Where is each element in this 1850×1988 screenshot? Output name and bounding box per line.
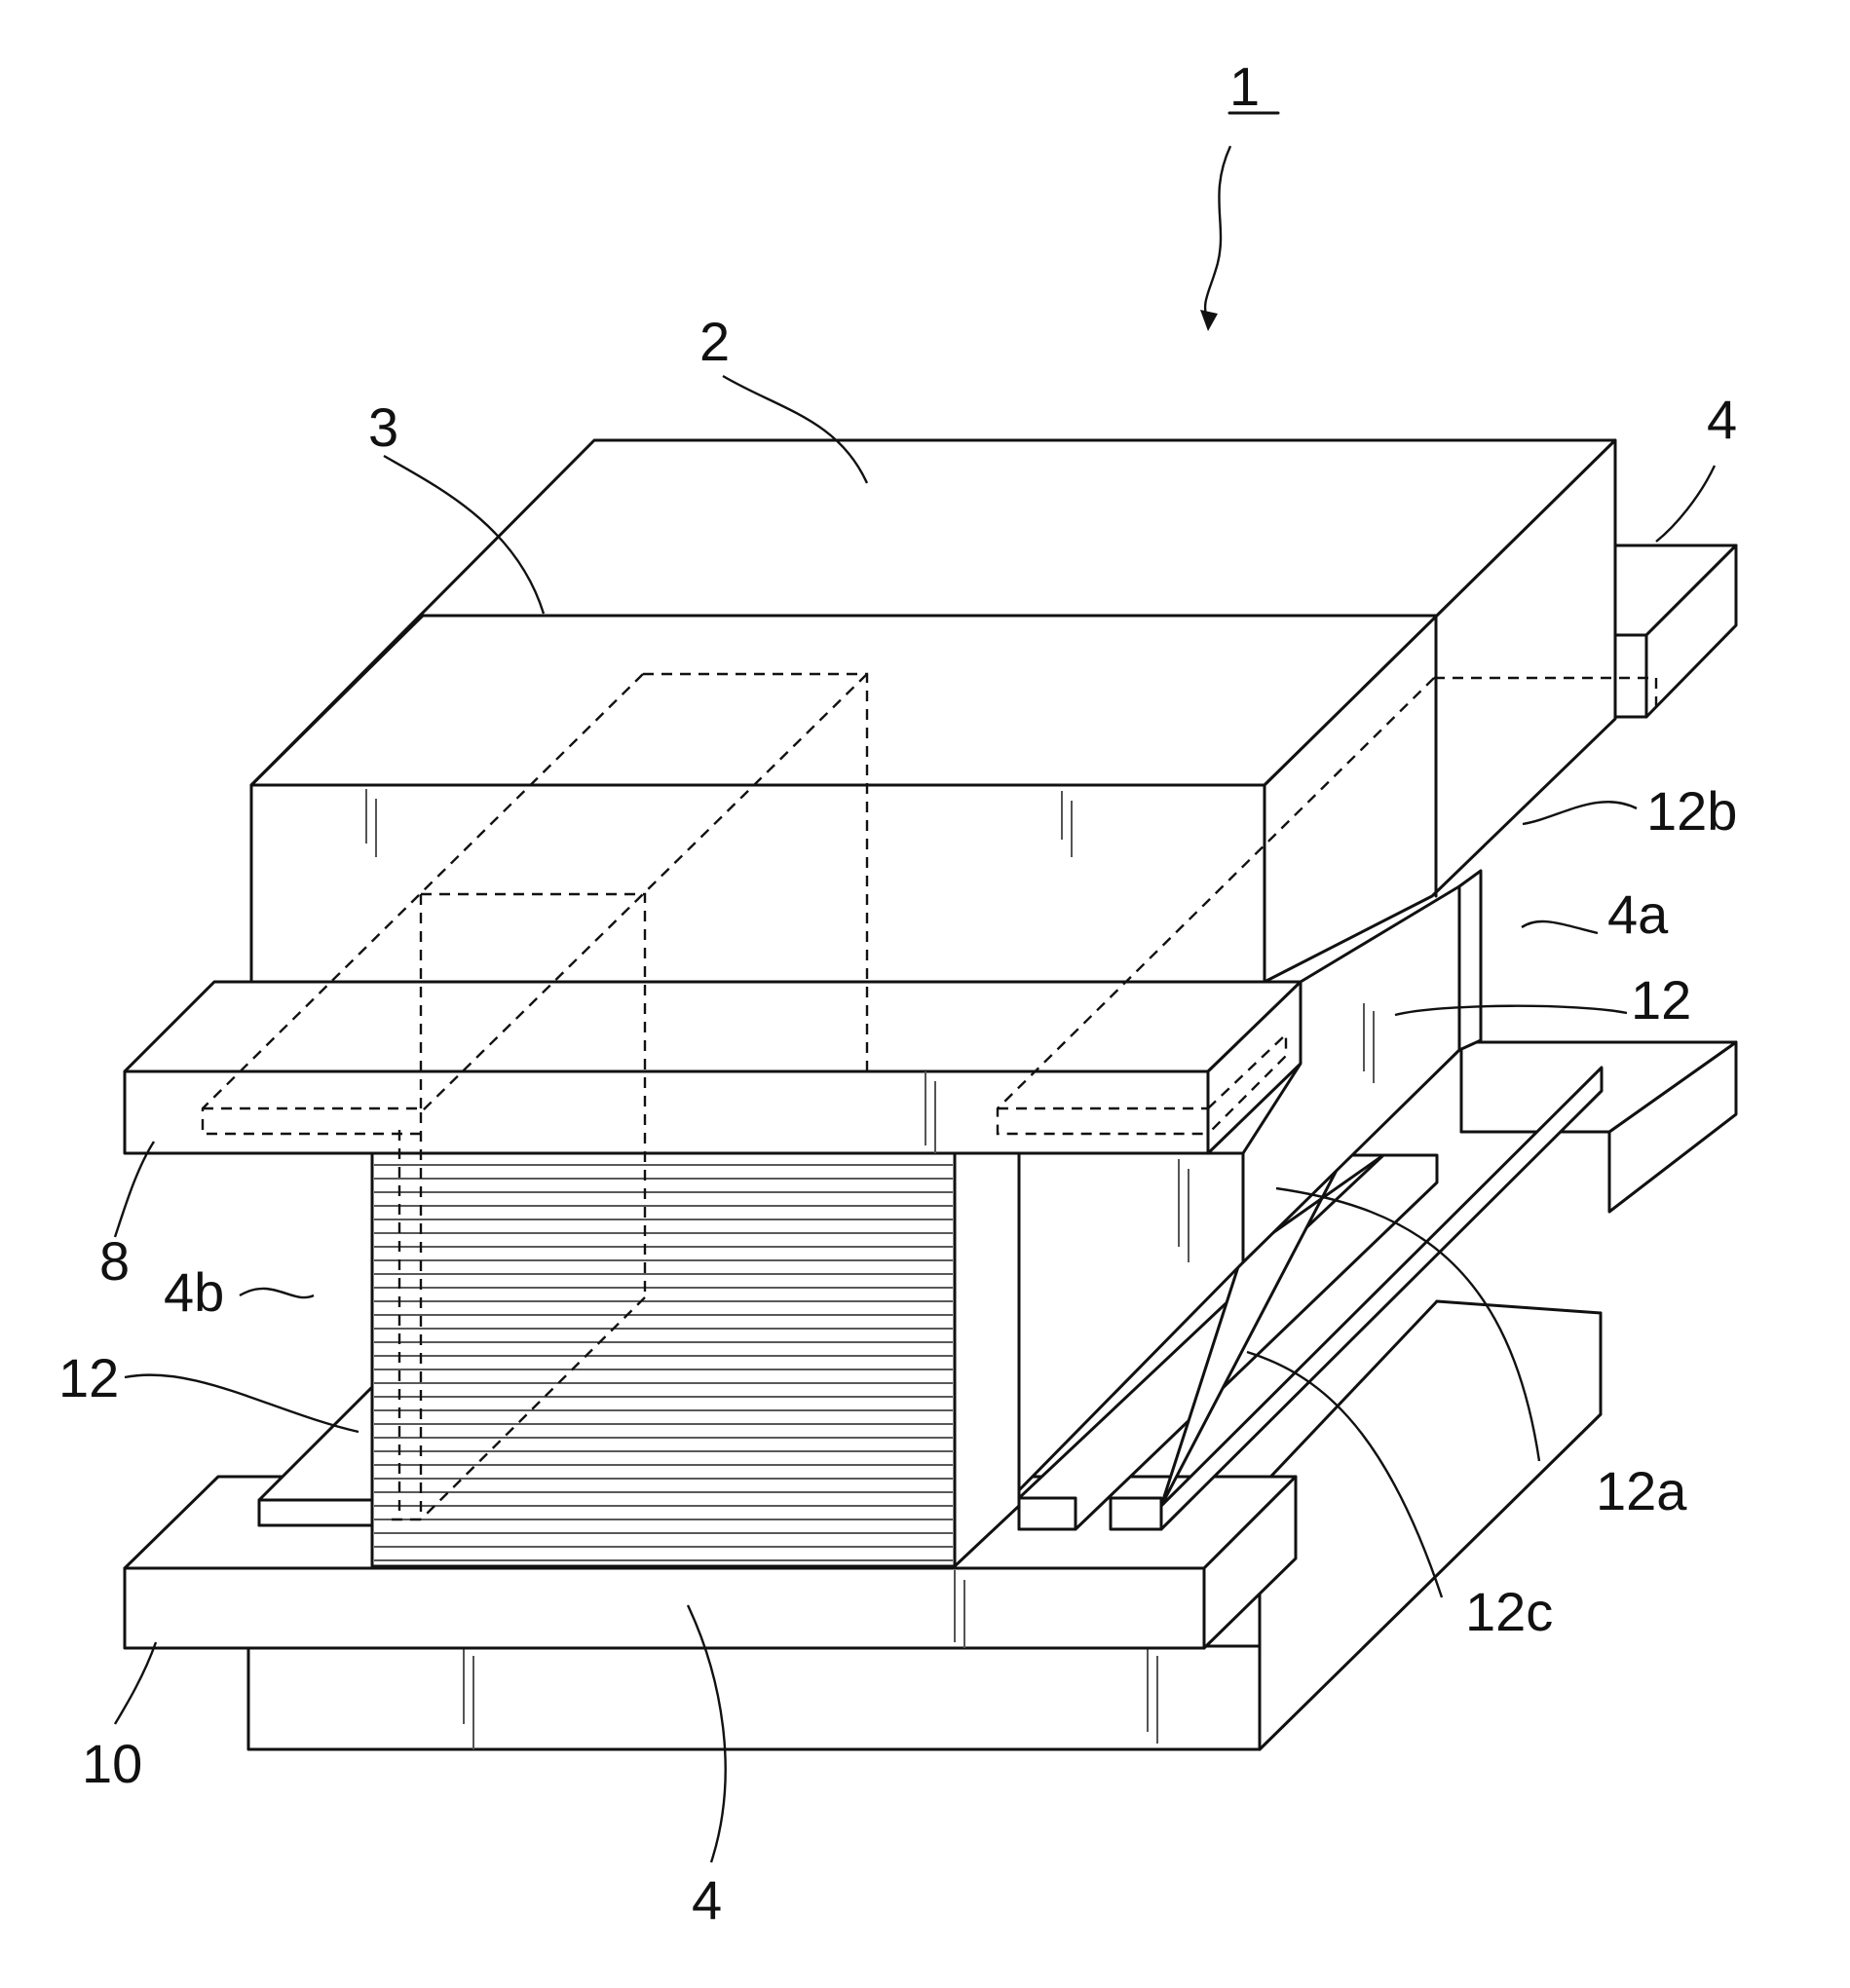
label-spacer-12-left: 12 <box>58 1347 119 1408</box>
label-bobbin-4-bottom: 4 <box>692 1869 722 1931</box>
upper-right-block-4 <box>1615 545 1736 717</box>
spacer-12-left <box>259 1387 372 1525</box>
label-spacer-12-right: 12 <box>1631 969 1691 1031</box>
label-assembly-1: 1 <box>1229 56 1260 117</box>
label-spacer-12a: 12a <box>1596 1460 1687 1521</box>
label-spacer-12c: 12c <box>1465 1581 1553 1642</box>
label-side-4a: 4a <box>1607 883 1669 945</box>
label-lower-flange-10: 10 <box>82 1733 142 1794</box>
label-upper-flange-8: 8 <box>99 1230 130 1292</box>
label-seam-3: 3 <box>368 396 398 458</box>
label-core-2: 2 <box>699 311 730 372</box>
core-2 <box>251 440 1615 982</box>
label-spacer-12b: 12b <box>1646 780 1737 842</box>
label-side-4b: 4b <box>164 1261 224 1323</box>
upper-flange-8 <box>125 982 1301 1153</box>
label-bobbin-4-top: 4 <box>1707 389 1737 450</box>
